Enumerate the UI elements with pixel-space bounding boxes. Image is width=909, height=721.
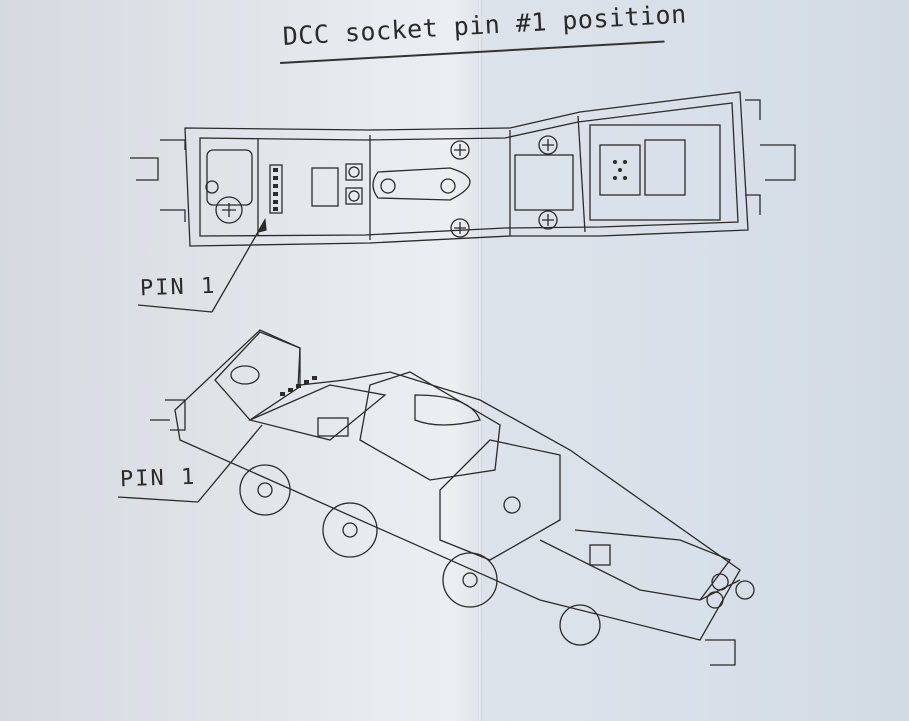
iso-pin-leader	[117, 424, 263, 503]
iso-view-loco	[150, 329, 755, 666]
top-view-chassis	[130, 91, 796, 247]
top-pin-leader	[137, 217, 267, 313]
paper-fold	[478, 0, 482, 721]
